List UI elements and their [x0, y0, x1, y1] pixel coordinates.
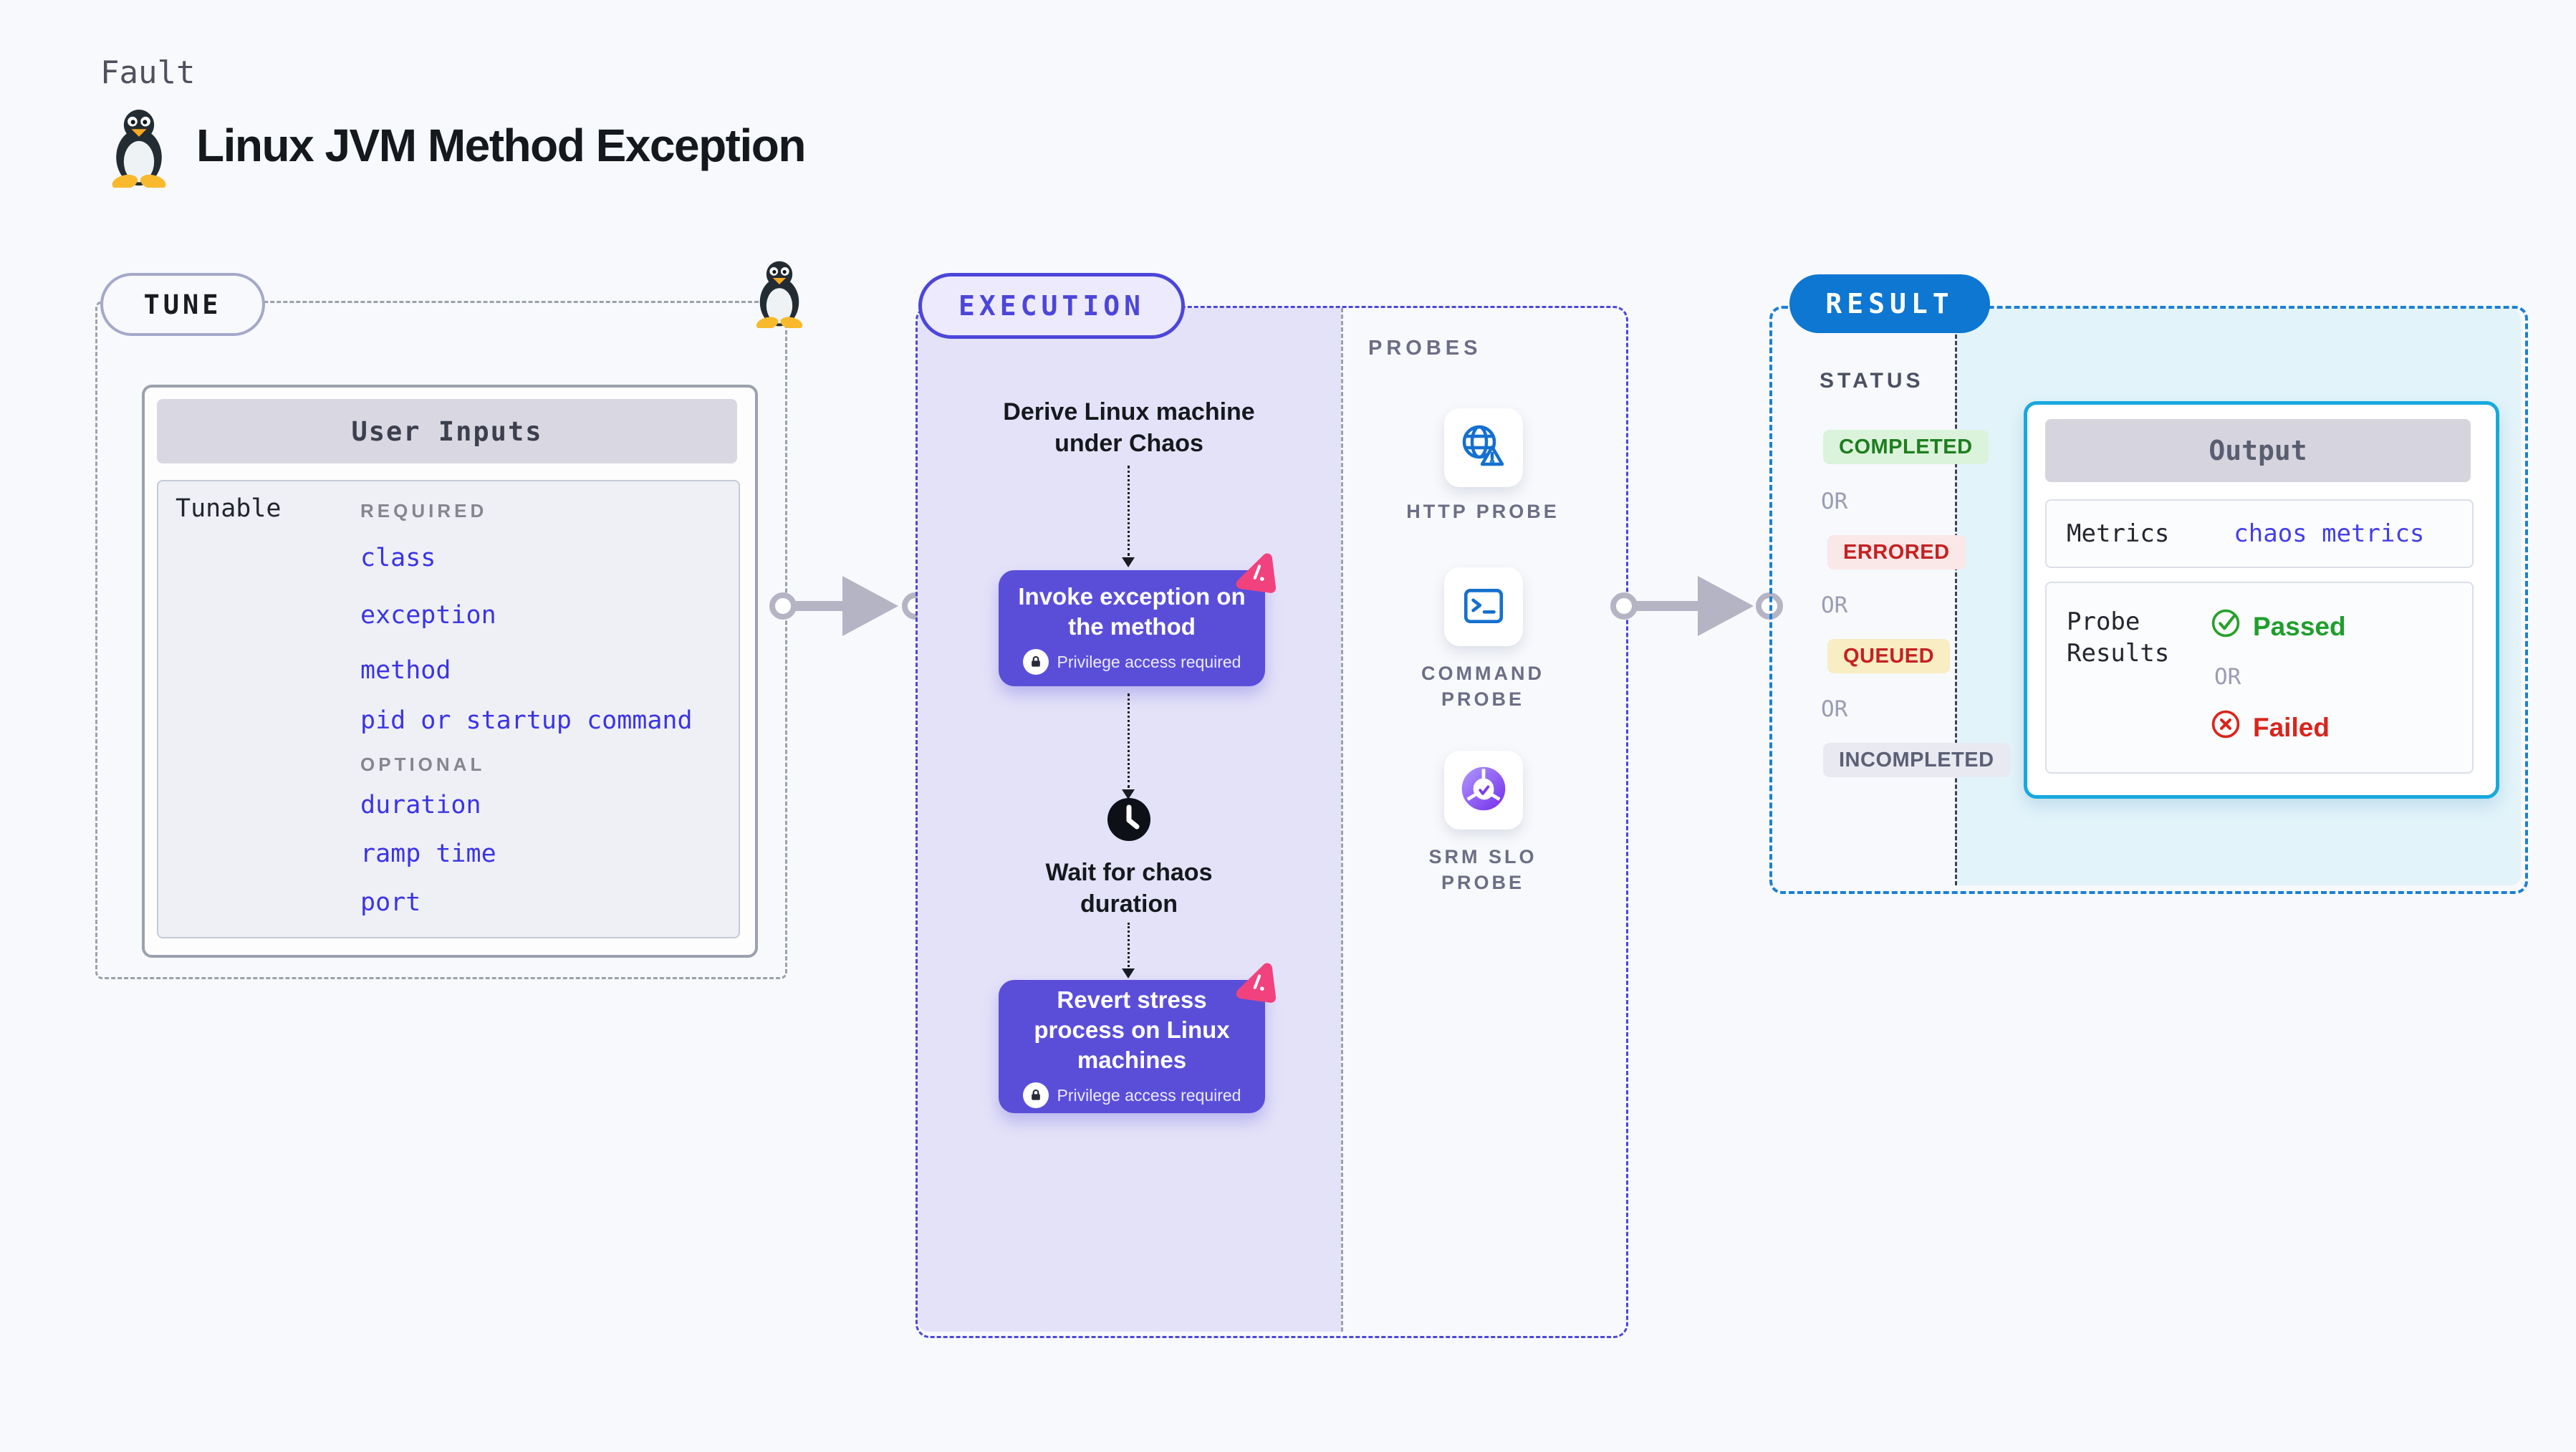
probe-failed-flag: Failed — [2210, 708, 2330, 746]
tunable-row-label: Tunable — [176, 494, 282, 523]
revert-step-label: Revert stress process on Linux machines — [1034, 986, 1230, 1073]
revert-stress-step[interactable]: Revert stress process on Linux machines … — [999, 980, 1265, 1113]
command-probe-label: COMMAND PROBE — [1421, 663, 1544, 710]
or-separator: OR — [1821, 696, 1848, 722]
chaos-burst-icon — [1232, 549, 1282, 599]
status-badge-completed: COMPLETED — [1823, 430, 1989, 464]
failed-label: Failed — [2253, 712, 2330, 742]
tunable-ramp-link[interactable]: ramp time — [360, 840, 496, 868]
tunable-exception-link[interactable]: exception — [360, 601, 496, 630]
srm-slo-probe-label: SRM SLO PROBE — [1428, 846, 1537, 893]
status-badge-queued: QUEUED — [1827, 639, 1951, 673]
metrics-row: Metrics chaos metrics — [2045, 499, 2474, 568]
invoke-step-label: Invoke exception on the method — [1018, 583, 1246, 640]
flow-connector-arrow — [1122, 789, 1135, 799]
flow-connector — [1128, 466, 1130, 556]
tune-badge: TUNE — [100, 273, 265, 336]
privilege-note: Privilege access required — [1057, 652, 1241, 671]
status-badge-errored: ERRORED — [1827, 535, 1966, 569]
derive-step-label: Derive Linux machine under Chaos — [1003, 398, 1255, 457]
srm-slo-probe-card[interactable] — [1444, 751, 1523, 830]
probe-results-row: Probe Results Passed OR — [2045, 582, 2474, 774]
linux-penguin-icon — [103, 107, 175, 190]
passed-label: Passed — [2253, 611, 2346, 641]
flow-connector — [1128, 693, 1130, 788]
result-badge: RESULT — [1789, 274, 1990, 333]
metrics-label: Metrics — [2067, 519, 2170, 548]
or-separator: OR — [1821, 489, 1848, 514]
tunable-pid-link[interactable]: pid or startup command — [360, 706, 693, 735]
tunable-port-link[interactable]: port — [360, 888, 421, 917]
probes-label: PROBES — [1368, 337, 1482, 360]
tunable-class-link[interactable]: class — [360, 544, 436, 572]
probe-results-label: Probe Results — [2067, 607, 2170, 668]
privilege-note: Privilege access required — [1057, 1085, 1241, 1105]
connector-dot — [769, 592, 797, 620]
globe-alert-icon — [1458, 420, 1509, 476]
or-separator: OR — [1821, 592, 1848, 618]
status-badge-incompleted: INCOMPLETED — [1823, 743, 2010, 777]
execution-to-result-arrow — [1630, 601, 1702, 611]
output-header: Output — [2045, 419, 2471, 482]
x-circle-icon — [2210, 708, 2241, 746]
execution-badge: EXECUTION — [918, 273, 1185, 339]
tune-section-box — [95, 301, 787, 979]
check-circle-icon — [2210, 607, 2241, 645]
chaos-burst-icon — [1232, 958, 1282, 1009]
user-inputs-body: Tunable REQUIRED class exception method … — [157, 480, 740, 938]
optional-group-label: OPTIONAL — [360, 754, 486, 775]
tune-to-execution-arrowhead — [842, 576, 898, 636]
command-probe-card[interactable] — [1444, 567, 1523, 646]
metrics-value-link[interactable]: chaos metrics — [2234, 519, 2425, 548]
tunable-method-link[interactable]: method — [360, 656, 451, 685]
fault-kicker: Fault — [100, 54, 196, 91]
tux-corner-icon — [749, 259, 809, 330]
invoke-exception-step[interactable]: Invoke exception on the method Privilege… — [999, 570, 1265, 686]
probe-passed-flag: Passed — [2210, 607, 2346, 645]
connector-dot — [1610, 592, 1638, 620]
flow-connector-arrow — [1122, 968, 1135, 979]
lock-icon — [1022, 1082, 1049, 1108]
result-inner-divider — [1955, 309, 1957, 885]
http-probe-card[interactable] — [1444, 408, 1523, 487]
required-group-label: REQUIRED — [360, 500, 488, 521]
tune-to-execution-arrow — [788, 601, 850, 611]
probes-divider — [1341, 308, 1343, 1332]
wait-step-label: Wait for chaos duration — [1045, 859, 1213, 918]
page-title: Linux JVM Method Exception — [196, 120, 806, 171]
status-label: STATUS — [1820, 369, 1924, 393]
flow-connector — [1128, 923, 1130, 967]
http-probe-label: HTTP PROBE — [1406, 501, 1559, 522]
flow-connector-arrow — [1122, 557, 1135, 567]
execution-section-box — [915, 306, 1628, 1338]
user-inputs-header: User Inputs — [157, 399, 737, 463]
result-section-box — [1769, 306, 2528, 894]
tunable-duration-link[interactable]: duration — [360, 791, 481, 819]
or-separator: OR — [2214, 664, 2241, 690]
lock-icon — [1022, 649, 1049, 675]
terminal-icon — [1460, 582, 1507, 633]
clock-icon — [1106, 797, 1152, 846]
execution-to-result-arrowhead — [1698, 576, 1754, 636]
slo-donut-icon — [1459, 764, 1508, 817]
